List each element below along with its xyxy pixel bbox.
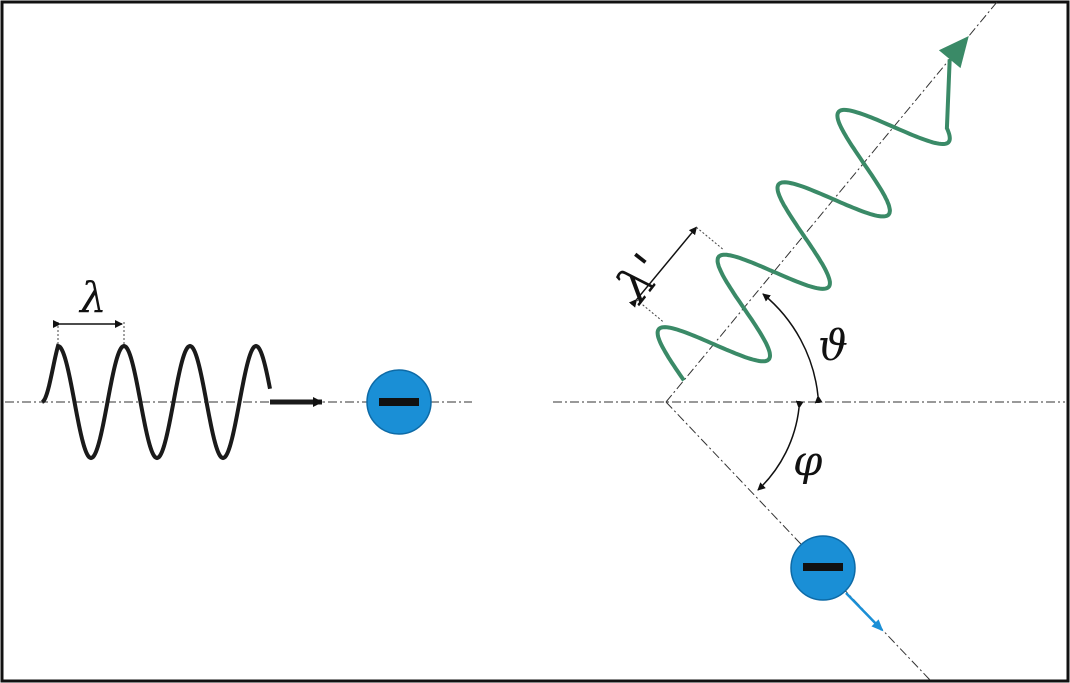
electron-velocity-arrow xyxy=(845,592,884,632)
electron-at-rest xyxy=(366,369,432,435)
scattered-direction-arrow xyxy=(938,36,969,69)
electron-angle-arc xyxy=(757,400,804,491)
recoil-electron-minus-icon xyxy=(803,563,843,571)
electron-at-rest-minus-icon xyxy=(379,398,419,406)
recoil-electron xyxy=(790,535,856,601)
scattered-photon-wave xyxy=(655,59,952,382)
incident-wavelength-label: λ xyxy=(78,273,107,322)
electron-angle-label: φ xyxy=(793,436,823,485)
recoil-electron-axis xyxy=(665,401,931,681)
incident-photon-wave xyxy=(41,343,272,461)
photon-angle-arc xyxy=(762,293,823,404)
scattered-wavelength-dimension-arrow xyxy=(628,226,698,308)
scattered-wavelength-tick-bottom xyxy=(636,299,665,323)
photon-angle-label: ϑ xyxy=(818,321,848,370)
scattered-photon-axis xyxy=(665,1,998,403)
scattered-wavelength-tick-top xyxy=(696,226,725,251)
